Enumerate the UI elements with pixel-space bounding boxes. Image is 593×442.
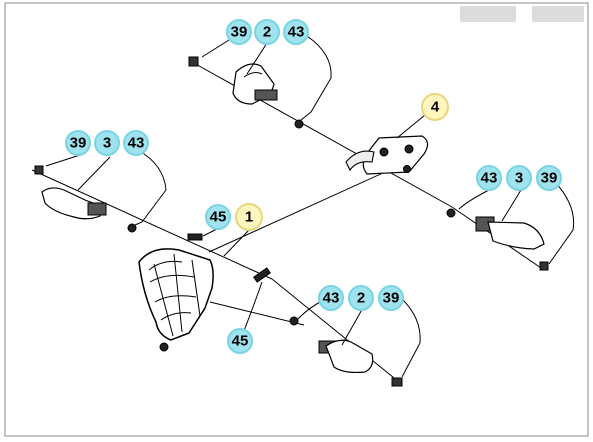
svg-text:39: 39 [541,170,558,187]
callout-center-45: 45 [205,204,231,230]
leader-lines [45,35,575,378]
diagram-canvas: 39 2 43 4 39 3 43 43 [4,2,589,437]
callout-top-left-39: 39 [226,19,252,45]
svg-text:45: 45 [210,209,227,226]
callout-bottom-right-2: 2 [348,285,374,311]
callout-left-43: 43 [123,130,149,156]
exploded-parts-diagram: 39 2 43 4 39 3 43 43 [4,2,589,437]
callout-right-39: 39 [536,165,562,191]
svg-text:43: 43 [128,135,145,152]
svg-text:45: 45 [232,333,249,350]
svg-text:3: 3 [515,170,523,187]
svg-text:3: 3 [103,135,111,152]
svg-text:39: 39 [383,290,400,307]
callout-right-43: 43 [476,165,502,191]
callout-bottom-45: 45 [227,328,253,354]
indicator-left [34,165,137,233]
svg-text:2: 2 [263,24,271,41]
svg-text:39: 39 [231,24,248,41]
callout-left-39: 39 [65,130,91,156]
svg-text:43: 43 [323,290,340,307]
callout-bottom-right-39: 39 [378,285,404,311]
callout-right-3: 3 [506,165,532,191]
svg-text:43: 43 [481,170,498,187]
mounting-bracket [345,135,429,175]
callout-bracket-4: 4 [421,93,449,121]
svg-text:43: 43 [288,24,305,41]
svg-text:2: 2 [357,290,365,307]
svg-text:39: 39 [70,135,87,152]
headlight-assembly [138,233,271,352]
indicator-bottom-right [289,316,403,387]
callout-center-1: 1 [235,203,263,231]
diagram-border [4,2,589,437]
callout-left-3: 3 [94,130,120,156]
svg-text:1: 1 [245,209,253,226]
callouts: 39 2 43 4 39 3 43 43 [65,19,562,354]
callout-bottom-right-43: 43 [318,285,344,311]
indicator-right [446,208,549,271]
svg-text:4: 4 [431,99,440,116]
indicator-top-left [188,56,304,129]
callout-top-left-2: 2 [254,19,280,45]
top-right-texture [460,6,584,22]
callout-top-left-43: 43 [283,19,309,45]
